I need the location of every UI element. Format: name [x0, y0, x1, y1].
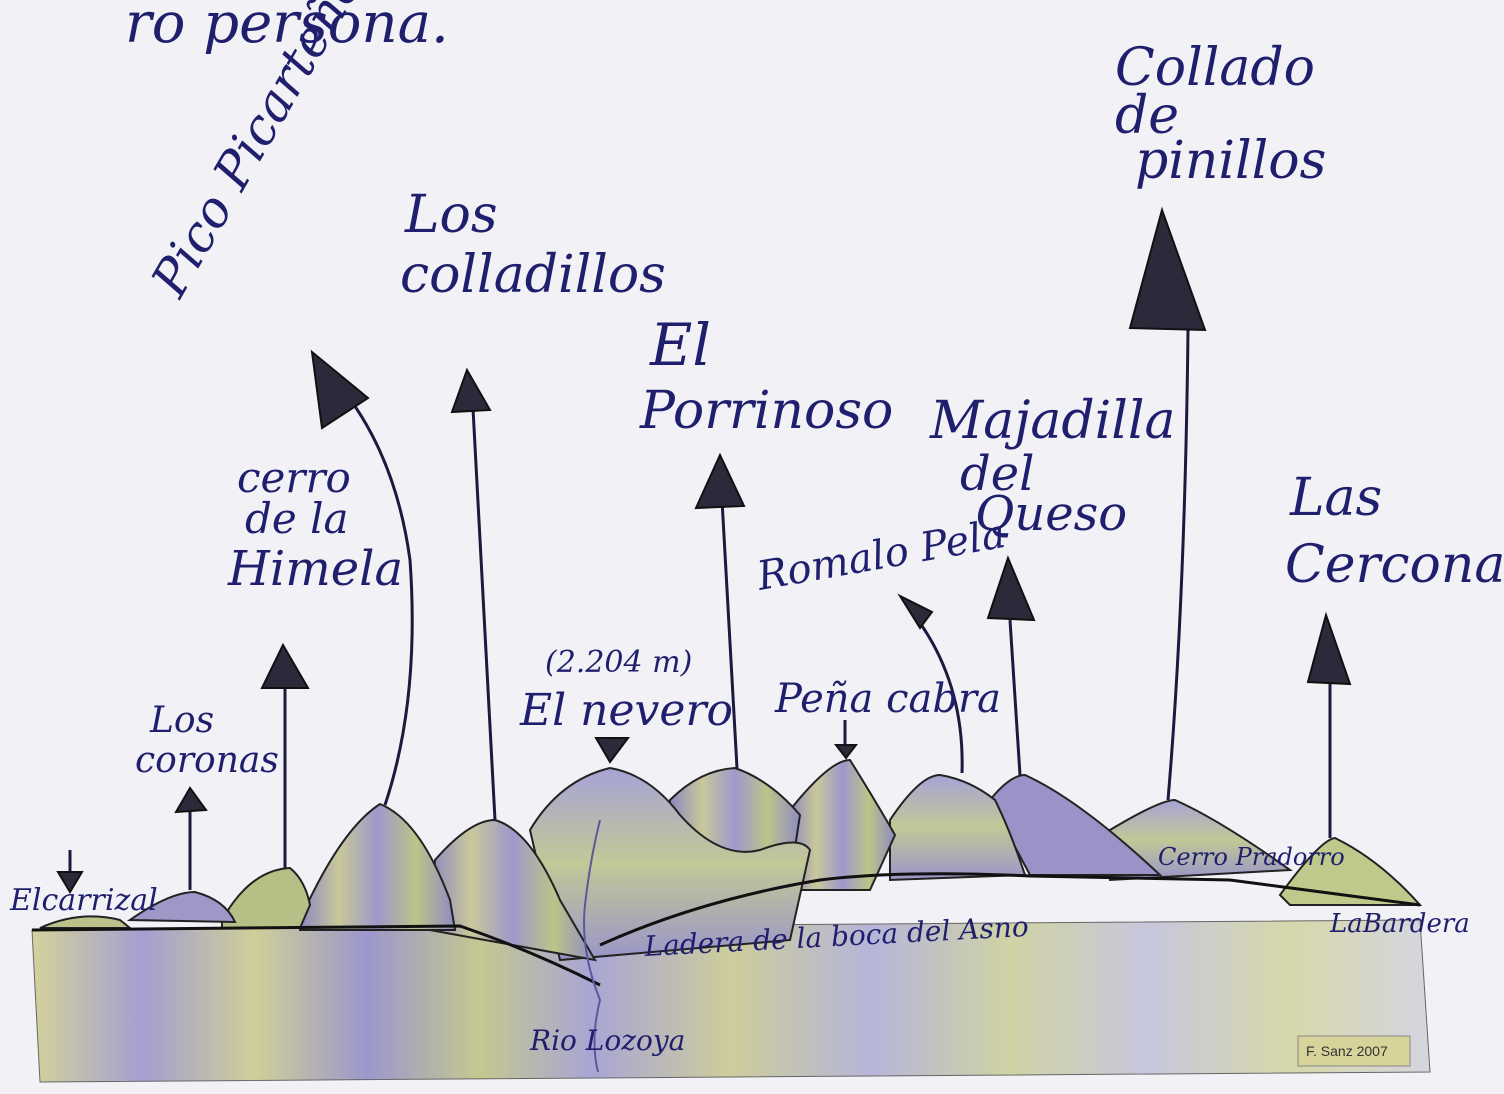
label-majadilla-3: Queso — [975, 486, 1127, 542]
mountain-cerro-himela — [221, 866, 312, 929]
label-los-coronas-2: coronas — [135, 740, 279, 781]
credit-box — [1297, 1035, 1411, 1067]
label-collado-3: pinillos — [1135, 131, 1326, 191]
mountain-el-carrizal — [39, 915, 133, 929]
label-las-cerconas-2: Cerconas — [1285, 535, 1504, 595]
label-majadilla-2: del — [960, 446, 1034, 502]
ridge-line-left — [31, 924, 601, 987]
arrow-pico-picarenos — [310, 349, 414, 806]
label-collado-1: Collado — [1115, 38, 1315, 98]
label-collado-2: de — [1115, 86, 1179, 146]
mountain-los-colladillos — [428, 818, 597, 962]
mountain-collado-pinillos — [1109, 798, 1293, 882]
mountain-las-cerconas — [1278, 836, 1423, 906]
arrow-collado-pinillos — [1128, 206, 1207, 801]
label-el-carrizal: Elcarrizal — [9, 883, 158, 918]
label-cerro-pradorro: Cerro Pradorro — [1158, 843, 1345, 871]
arrow-las-cerconas — [1306, 611, 1352, 838]
ridge-line-right — [599, 872, 1421, 947]
label-el-nevero: El nevero — [519, 685, 733, 736]
arrow-el-nevero — [594, 737, 630, 764]
mountain-romalo-pela — [889, 773, 1027, 882]
arrow-los-colladillos — [450, 367, 497, 821]
label-romalo-pela: Romalo Pela — [753, 511, 1009, 600]
mountain-pico-picarenos — [299, 802, 457, 931]
mountain-pena-cabra — [789, 758, 897, 891]
label-cerro-himela-2: de la — [245, 494, 349, 543]
arrow-pena-cabra — [833, 720, 859, 760]
mountain-el-nevero — [528, 766, 812, 962]
label-los-coronas-1: Los — [149, 700, 214, 741]
arrow-los-coronas — [174, 786, 208, 890]
arrow-cerro-himela — [260, 642, 310, 868]
label-pena-cabra: Peña cabra — [774, 676, 1001, 722]
label-los-colladillos-1: Los — [404, 185, 498, 245]
label-el-porrinoso-2: Porrinoso — [639, 381, 893, 441]
mountain-majadilla — [988, 773, 1163, 876]
label-cerro-himela-3: Himela — [227, 541, 403, 597]
label-la-bardera: LaBardera — [1329, 909, 1470, 939]
river-line — [583, 819, 602, 1073]
label-rio-lozoya: Rio Lozoya — [529, 1024, 685, 1057]
label-majadilla-1: Majadilla — [929, 391, 1176, 451]
label-credit: F. Sanz 2007 — [1306, 1043, 1388, 1059]
arrow-romalo-pela — [897, 593, 964, 774]
arrow-majadilla — [986, 555, 1036, 776]
arrow-el-carrizal — [56, 850, 84, 894]
header-text: ro persona. — [125, 0, 449, 56]
terrain-base — [31, 919, 1431, 1083]
arrow-el-porrinoso — [694, 452, 746, 769]
label-las-cerconas-1: Las — [1289, 468, 1382, 528]
label-el-porrinoso-1: El — [649, 311, 711, 379]
label-los-colladillos-2: colladillos — [400, 245, 666, 305]
mountain-los-coronas — [126, 890, 237, 924]
label-cerro-himela-1: cerro — [237, 453, 351, 502]
label-el-nevero-altitude: (2.204 m) — [545, 645, 692, 680]
